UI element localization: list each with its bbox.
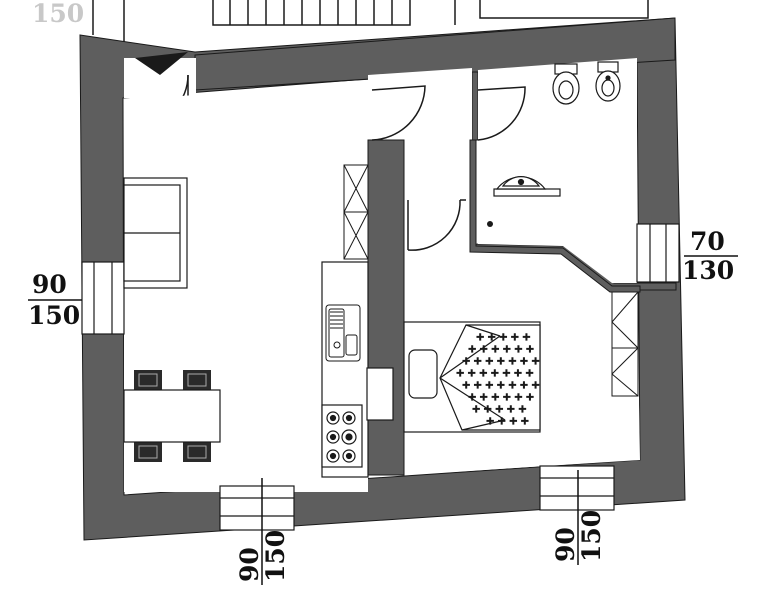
dim-bottom-left-window: 90 150	[235, 530, 290, 582]
window-left	[81, 261, 125, 335]
cooktop-icon	[321, 404, 363, 468]
bed-cover	[439, 324, 541, 431]
svg-text:+ + + + + + +: + + + + + + +	[456, 368, 534, 379]
dining-table	[123, 370, 221, 462]
sofa	[123, 177, 188, 289]
svg-text:+ + + + + + +: + + + + + + +	[462, 380, 540, 391]
dim-bottom-left-window-width: 90	[235, 547, 264, 582]
dim-left-window-height: 150	[28, 301, 80, 330]
kitchen-cabinet	[343, 164, 369, 260]
chair-top-left	[134, 370, 162, 390]
bidet-icon	[595, 61, 621, 102]
svg-text:+ + + + + + +: + + + + + + +	[462, 356, 540, 367]
svg-text:+ + + + +: + + + + +	[472, 404, 527, 415]
dim-right-window-width: 70	[690, 227, 725, 256]
double-bed: + + + + + + + + + + + + + + + + + + + + …	[403, 321, 541, 433]
toilet-icon	[552, 63, 580, 105]
dim-bottom-right-window: 90 150	[551, 510, 606, 562]
pillow	[408, 349, 438, 399]
svg-text:+ + + +: + + + +	[486, 416, 529, 427]
wardrobe	[611, 291, 639, 397]
upper-area	[92, 0, 649, 58]
table-top	[123, 389, 221, 443]
washbasin-icon	[493, 176, 561, 197]
dim-bottom-left-window-height: 150	[261, 530, 290, 582]
entrance-arrow-icon	[135, 52, 188, 75]
chair-top-right	[183, 370, 211, 390]
svg-text:+ + + + +: + + + + +	[476, 332, 531, 343]
window-bottom-right	[539, 465, 615, 511]
dim-left-window: 90 150	[28, 270, 82, 330]
dim-right-window-height: 130	[682, 256, 734, 285]
floor-drain-icon	[487, 221, 493, 227]
dim-top-left-partial: 150	[32, 0, 84, 28]
dim-bottom-right-window-height: 150	[577, 510, 606, 562]
doors	[371, 85, 526, 251]
sink-icon	[325, 304, 361, 362]
dim-left-window-width: 90	[32, 270, 67, 299]
window-bottom-left	[219, 485, 295, 531]
window-right	[636, 223, 680, 283]
dim-bottom-right-window-width: 90	[551, 527, 580, 562]
svg-text:+ + + + + +: + + + + + +	[468, 392, 534, 403]
chair-bottom-left	[134, 442, 162, 462]
svg-text:+ + + + + +: + + + + + +	[468, 344, 534, 355]
dim-right-window: 70 130	[682, 227, 738, 285]
chair-bottom-right	[183, 442, 211, 462]
